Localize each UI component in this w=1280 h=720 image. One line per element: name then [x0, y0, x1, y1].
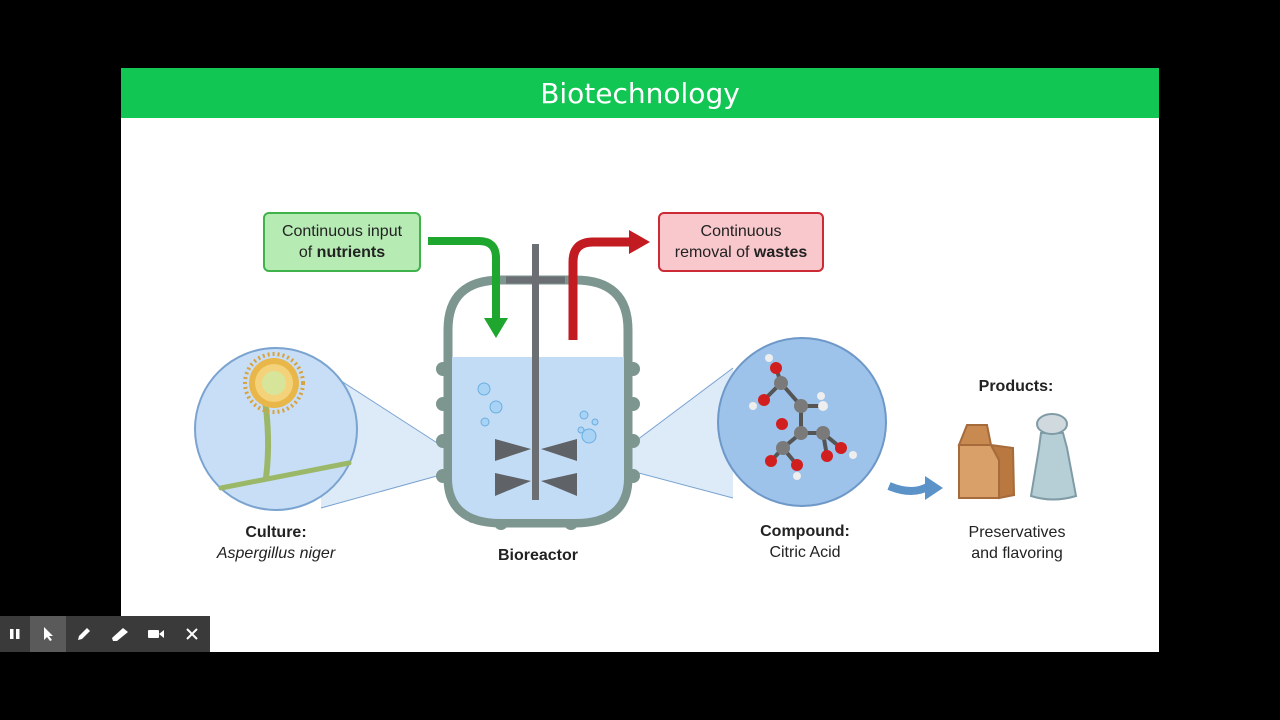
waste-arrow — [568, 237, 631, 340]
close-icon — [186, 628, 198, 640]
culture-label: Culture: — [245, 524, 307, 541]
waste-box-line2: removal of wastes — [660, 242, 822, 263]
nutrient-box-bold: nutrients — [316, 244, 386, 261]
salt-shaker-illustration — [1029, 413, 1078, 501]
molecule-atoms — [749, 354, 857, 480]
bioreactor-label: Bioreactor — [497, 547, 579, 564]
highlighter-button[interactable] — [102, 616, 138, 652]
nutrient-box-line1: Continuous input — [281, 223, 403, 240]
slide: Biotechnology — [121, 68, 1159, 652]
video-camera-icon — [148, 630, 164, 638]
compound-name: Citric Acid — [769, 544, 841, 561]
stirring-shaft — [532, 244, 539, 500]
pen-icon — [78, 628, 90, 640]
pointer-icon — [44, 627, 53, 641]
nutrient-input-box: Continuous input of nutrients — [263, 212, 421, 272]
nutrient-box-line2: of nutrients — [265, 242, 419, 263]
waste-removal-box: Continuous removal of wastes — [658, 212, 824, 272]
waste-box-bold: wastes — [753, 244, 808, 261]
video-camera-button[interactable] — [138, 616, 174, 652]
products-line2: and flavoring — [971, 545, 1063, 562]
aspergillus-illustration — [218, 352, 352, 491]
impeller-blades — [495, 439, 577, 496]
products-line1: Preservatives — [968, 524, 1066, 541]
waste-box-prefix: removal of — [674, 244, 754, 261]
milk-carton-illustration — [957, 424, 1016, 500]
pointer-button[interactable] — [30, 616, 66, 652]
presentation-toolbar — [0, 616, 210, 652]
pen-button[interactable] — [66, 616, 102, 652]
slide-title: Biotechnology — [121, 68, 1159, 118]
bioreactor-diagram — [194, 230, 1078, 530]
highlighter-icon — [112, 628, 128, 641]
compound-zoom-cone — [605, 368, 733, 498]
products-heading: Products: — [978, 378, 1054, 395]
nutrient-box-prefix: of — [298, 244, 317, 261]
close-button[interactable] — [174, 616, 210, 652]
pause-icon — [10, 629, 20, 639]
culture-species: Aspergillus niger — [216, 545, 336, 562]
waste-box-line1: Continuous — [700, 223, 782, 240]
nutrient-arrow — [428, 237, 500, 318]
compound-label: Compound: — [760, 523, 850, 540]
product-arrow — [887, 482, 932, 495]
pause-button[interactable] — [0, 616, 30, 652]
culture-zoom-cone — [321, 368, 473, 508]
bubbles — [477, 382, 599, 444]
